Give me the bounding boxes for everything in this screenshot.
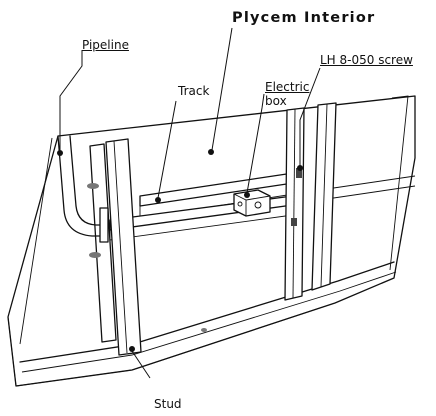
label-plycem-interior: Plycem Interior bbox=[232, 10, 376, 26]
screws bbox=[87, 168, 302, 332]
studs bbox=[89, 95, 409, 356]
label-pipeline: Pipeline bbox=[82, 38, 129, 52]
label-box: box bbox=[265, 94, 287, 108]
leader-dots bbox=[57, 149, 303, 352]
label-electric: Electric bbox=[265, 80, 310, 94]
pipeline bbox=[57, 135, 109, 243]
leader-lines bbox=[59, 27, 321, 379]
label-stud: Stud bbox=[154, 397, 182, 411]
electric-box bbox=[233, 189, 271, 217]
wall-panel bbox=[7, 95, 416, 387]
label-screw: LH 8-050 screw bbox=[320, 53, 413, 67]
label-track: Track bbox=[178, 84, 210, 98]
floor-track bbox=[15, 261, 397, 387]
